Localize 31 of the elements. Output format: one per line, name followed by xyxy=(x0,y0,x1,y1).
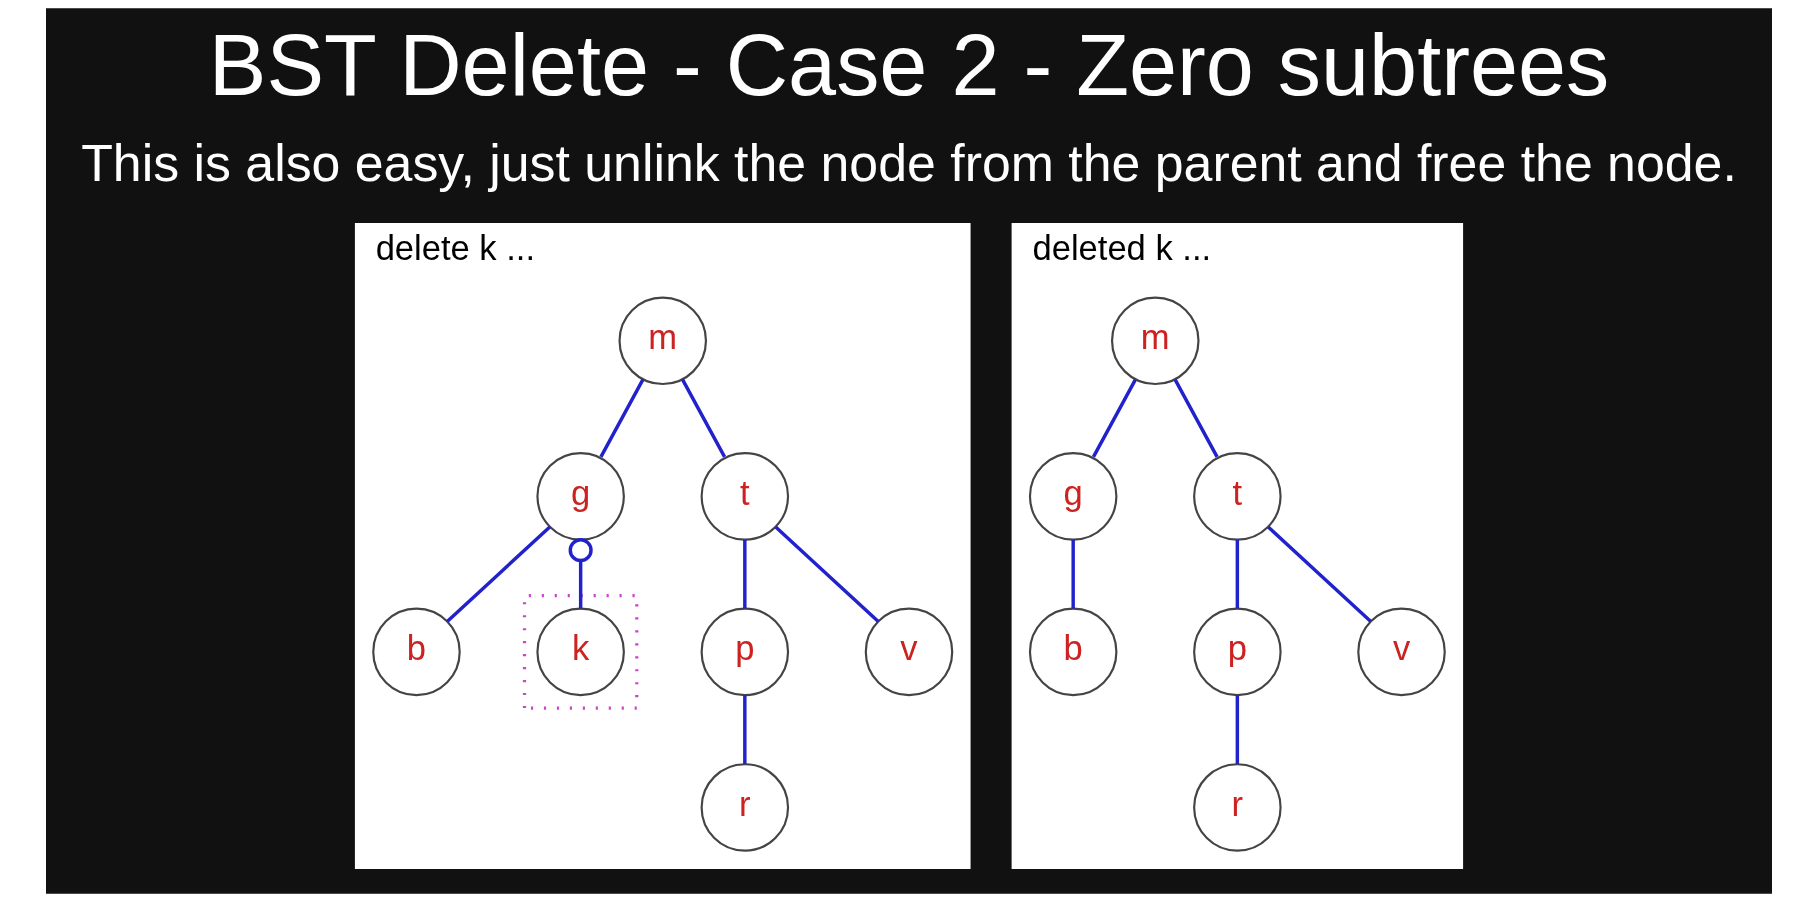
node-circle: v xyxy=(1357,607,1446,697)
connector xyxy=(1235,539,1240,609)
node-circle: p xyxy=(700,607,790,697)
node-circle: k xyxy=(536,607,625,697)
node-circle: v xyxy=(864,607,954,697)
cluster xyxy=(522,594,639,710)
connector xyxy=(1173,378,1219,458)
node-circle: r xyxy=(1193,763,1282,852)
connector xyxy=(743,695,747,764)
node-circle: m xyxy=(1111,296,1200,386)
connector xyxy=(599,378,645,458)
node-circle: g xyxy=(1028,452,1118,541)
node-circle: t xyxy=(1193,452,1282,541)
connector xyxy=(743,539,747,609)
node-circle: m xyxy=(618,296,708,386)
node-circle: r xyxy=(700,763,790,852)
label: This is also easy, just unlink the node from the parent and free the node. xyxy=(81,134,1737,193)
connector xyxy=(1071,539,1075,609)
connector xyxy=(681,378,727,458)
connector xyxy=(1091,378,1137,458)
node-circle: t xyxy=(700,452,790,541)
connector xyxy=(568,538,593,609)
connector xyxy=(1267,525,1372,623)
node-circle: b xyxy=(1028,607,1118,697)
connector xyxy=(774,525,880,623)
node-circle: g xyxy=(536,452,625,541)
node-circle: p xyxy=(1193,607,1282,697)
connector xyxy=(1235,695,1240,764)
connector xyxy=(446,525,551,623)
node-circle: b xyxy=(372,607,461,697)
diagram-title: BST Delete - Case 2 - Zero subtrees xyxy=(208,16,1610,113)
